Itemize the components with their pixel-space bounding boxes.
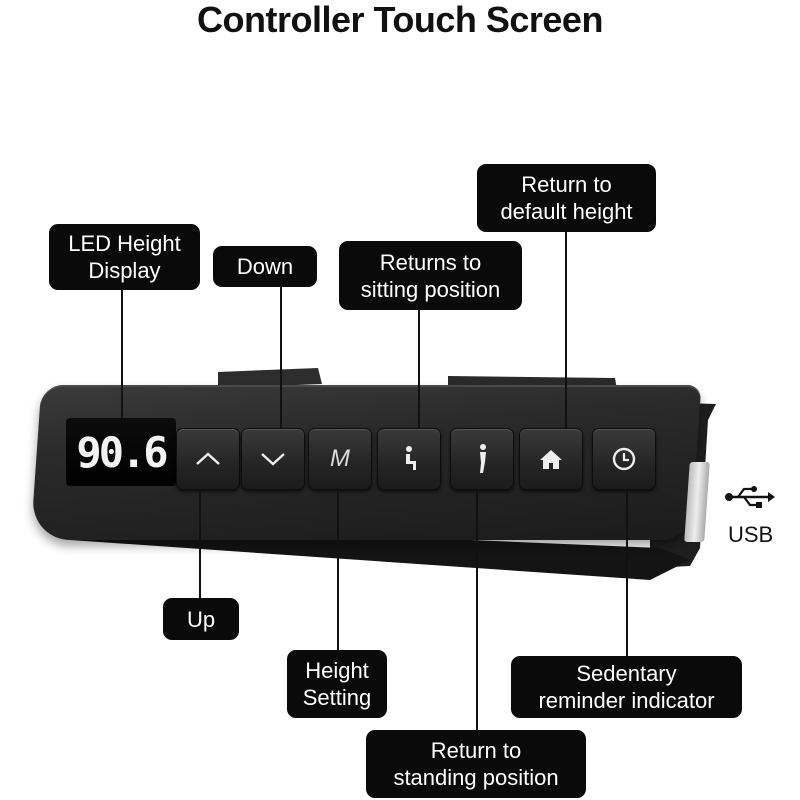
sitting-person-icon xyxy=(406,446,416,470)
leader-height-setting xyxy=(337,488,339,650)
leader-up xyxy=(199,488,201,598)
leader-down xyxy=(280,287,282,428)
leader-sedentary xyxy=(626,488,628,656)
callout-return-to-default-height: Return to default height xyxy=(477,164,656,232)
leader-default xyxy=(565,232,567,428)
default-height-button[interactable] xyxy=(519,428,583,490)
up-button[interactable] xyxy=(176,428,240,490)
usb-icon xyxy=(725,486,775,508)
callout-return-to-standing: Return to standing position xyxy=(366,730,586,798)
led-height-value: 90.6 xyxy=(76,427,168,477)
led-height-display: 90.6 xyxy=(66,418,176,486)
down-arrow-icon xyxy=(261,453,285,466)
callout-led-height-display: LED Height Display xyxy=(49,224,200,290)
usb-label: USB xyxy=(728,522,774,547)
home-icon xyxy=(540,450,562,469)
memory-label: M xyxy=(330,445,350,472)
down-button[interactable] xyxy=(241,428,305,490)
callout-down: Down xyxy=(213,246,317,287)
standing-position-button[interactable] xyxy=(450,428,514,490)
callout-sedentary-reminder: Sedentary reminder indicator xyxy=(511,656,742,718)
standing-person-icon xyxy=(480,444,486,473)
sitting-position-button[interactable] xyxy=(377,428,441,490)
callout-returns-to-sitting: Returns to sitting position xyxy=(339,241,522,310)
height-setting-button[interactable]: M xyxy=(308,428,372,490)
up-arrow-icon xyxy=(196,452,220,465)
callout-height-setting: Height Setting xyxy=(287,650,387,718)
page-title: Controller Touch Screen xyxy=(197,0,603,40)
callout-up: Up xyxy=(163,598,239,640)
clock-icon xyxy=(612,447,636,471)
sedentary-reminder-button[interactable] xyxy=(592,428,656,490)
leader-standing xyxy=(476,488,478,730)
leader-sitting xyxy=(418,310,420,428)
leader-led xyxy=(121,290,123,418)
